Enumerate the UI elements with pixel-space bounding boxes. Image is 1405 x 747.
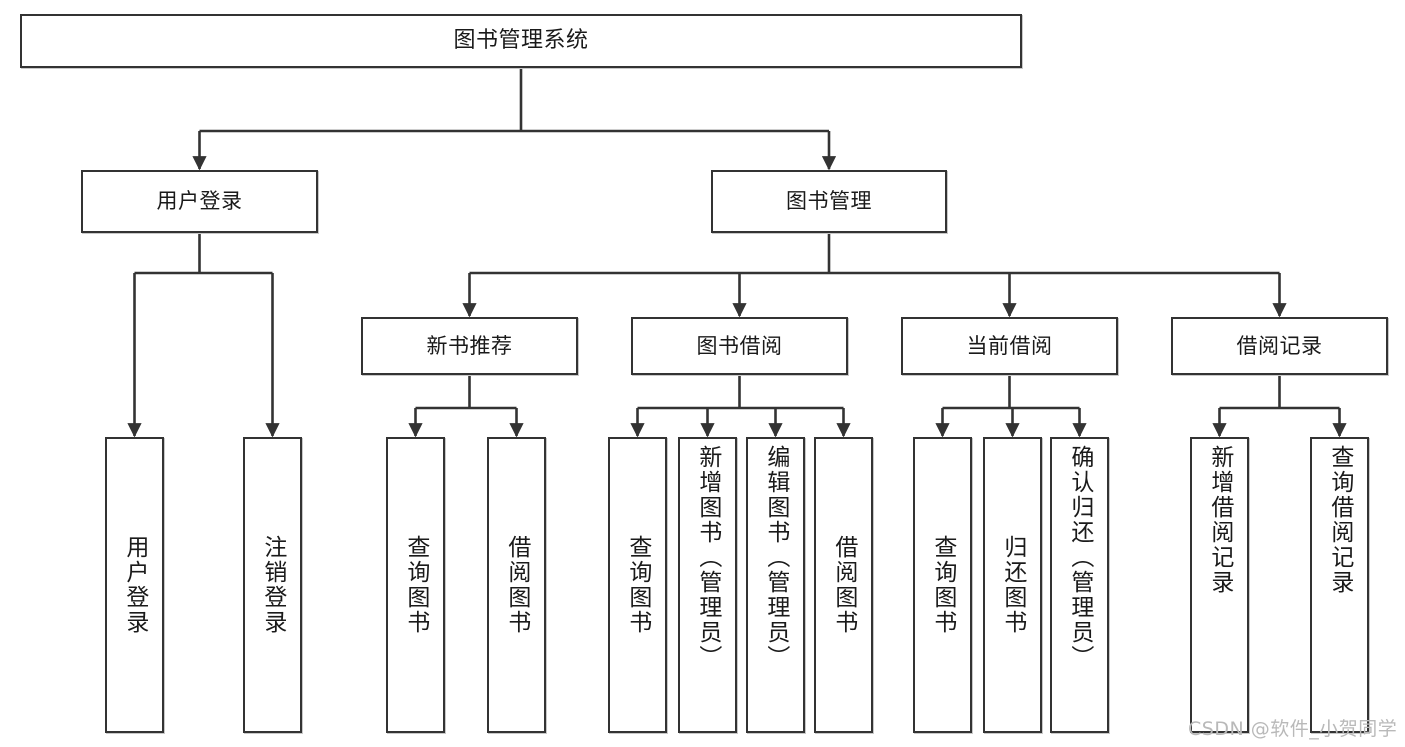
node-leaf-login-2[interactable]: 注销登录 <box>243 437 302 733</box>
node-root[interactable]: 图书管理系统 <box>20 14 1022 68</box>
node-newbook[interactable]: 新书推荐 <box>361 317 578 375</box>
node-leaf-new-2[interactable]: 借阅图书 <box>487 437 546 733</box>
node-label: 借阅图书 <box>503 535 530 635</box>
node-label: 查询图书 <box>929 535 956 635</box>
node-leaf-new-1[interactable]: 查询图书 <box>386 437 445 733</box>
node-label: 确认归还（管理员） <box>1066 445 1093 670</box>
node-label: 用户登录 <box>121 535 148 635</box>
node-label: 查询借阅记录 <box>1326 445 1353 595</box>
node-label: 图书借阅 <box>696 333 783 358</box>
watermark: CSDN @软件_小贺同学 <box>1188 718 1398 740</box>
node-leaf-bor-3[interactable]: 编辑图书（管理员） <box>746 437 805 733</box>
node-leaf-cur-3[interactable]: 确认归还（管理员） <box>1050 437 1109 733</box>
node-label: 查询图书 <box>624 535 651 635</box>
node-label: 新增借阅记录 <box>1206 445 1233 595</box>
node-login[interactable]: 用户登录 <box>81 170 318 233</box>
node-leaf-rec-1[interactable]: 新增借阅记录 <box>1190 437 1249 733</box>
node-label: 新书推荐 <box>426 333 513 358</box>
node-leaf-cur-1[interactable]: 查询图书 <box>913 437 972 733</box>
node-leaf-bor-2[interactable]: 新增图书（管理员） <box>678 437 737 733</box>
node-label: 借阅图书 <box>830 535 857 635</box>
node-label: 归还图书 <box>999 535 1026 635</box>
node-leaf-cur-2[interactable]: 归还图书 <box>983 437 1042 733</box>
node-label: 图书管理系统 <box>453 28 589 54</box>
node-label: 用户登录 <box>156 189 243 214</box>
node-label: 当前借阅 <box>966 333 1053 358</box>
node-current[interactable]: 当前借阅 <box>901 317 1118 375</box>
node-label: 借阅记录 <box>1236 333 1323 358</box>
node-label: 编辑图书（管理员） <box>762 445 789 670</box>
node-label: 注销登录 <box>259 535 286 635</box>
node-leaf-login-1[interactable]: 用户登录 <box>105 437 164 733</box>
node-bookmgr[interactable]: 图书管理 <box>711 170 947 233</box>
node-label: 新增图书（管理员） <box>694 445 721 670</box>
node-label: 查询图书 <box>402 535 429 635</box>
node-records[interactable]: 借阅记录 <box>1171 317 1388 375</box>
node-leaf-rec-2[interactable]: 查询借阅记录 <box>1310 437 1369 733</box>
node-borrow[interactable]: 图书借阅 <box>631 317 848 375</box>
node-leaf-bor-4[interactable]: 借阅图书 <box>814 437 873 733</box>
node-leaf-bor-1[interactable]: 查询图书 <box>608 437 667 733</box>
node-label: 图书管理 <box>786 189 872 214</box>
